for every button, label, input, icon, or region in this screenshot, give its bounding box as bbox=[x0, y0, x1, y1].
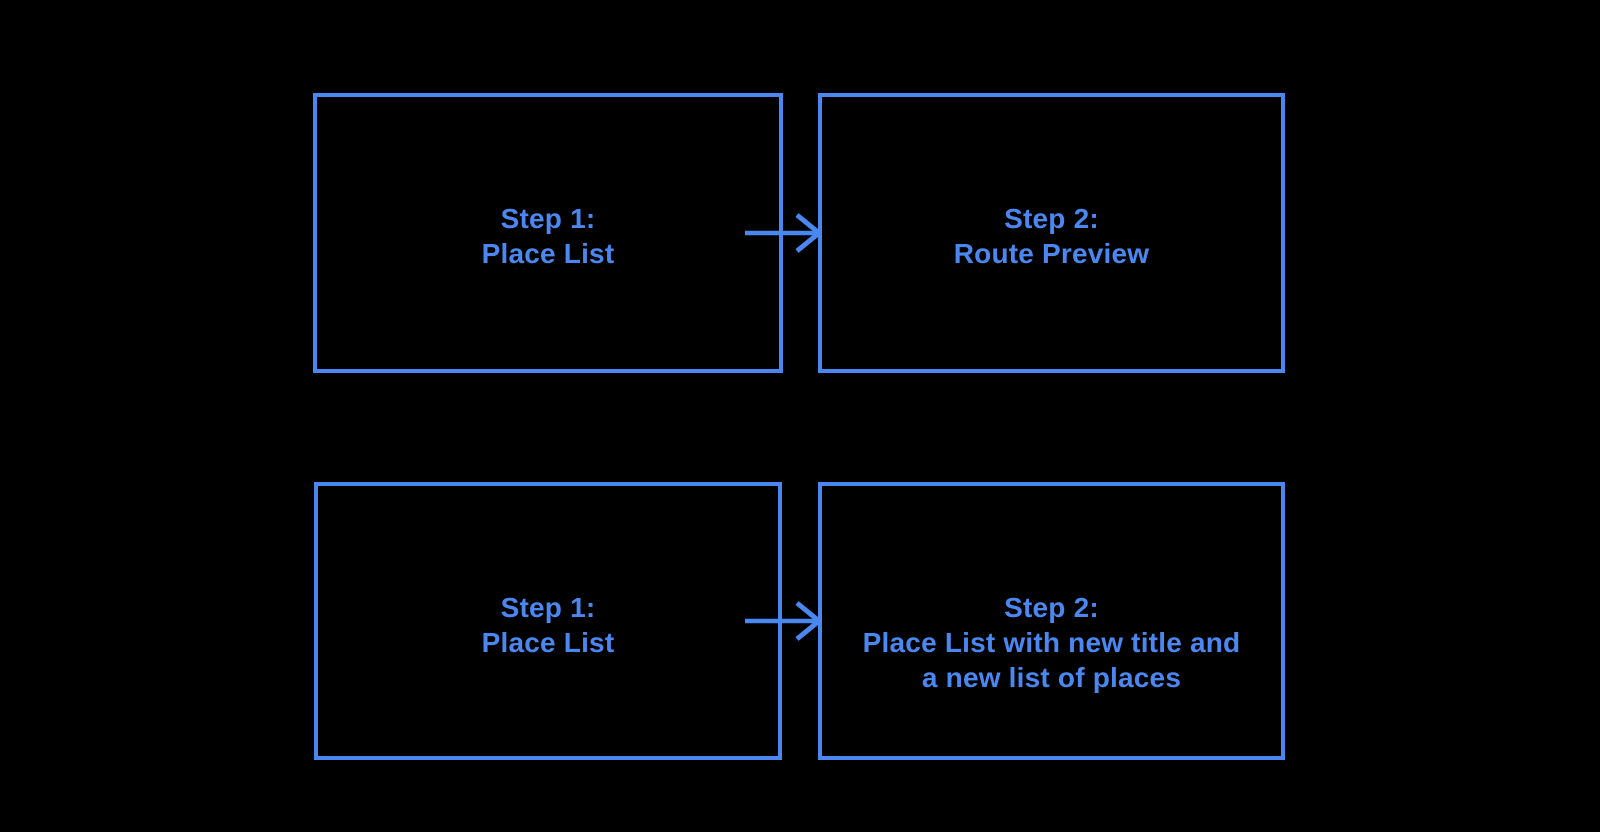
flow-node-step2-new-place-list: Step 2: Place List with new title and a … bbox=[818, 482, 1285, 760]
flow-node-step1-place-list-bottom: Step 1: Place List bbox=[314, 482, 782, 760]
node-label: Step 2: Place List with new title and a … bbox=[822, 590, 1281, 695]
node-label: Step 1: Place List bbox=[318, 590, 778, 660]
node-label-line: Step 1: bbox=[500, 592, 596, 623]
node-label-line: Place List bbox=[481, 627, 615, 658]
node-label-line: Route Preview bbox=[953, 238, 1150, 269]
node-label: Step 2: Route Preview bbox=[822, 201, 1281, 271]
node-label-line: Place List bbox=[481, 238, 615, 269]
node-label-line: Step 2: bbox=[1004, 203, 1099, 234]
node-label-line: Place List with new title and bbox=[862, 627, 1241, 658]
node-label-line: Step 1: bbox=[500, 203, 596, 234]
flow-node-step2-route-preview: Step 2: Route Preview bbox=[818, 93, 1285, 373]
node-label-line: Step 2: bbox=[1004, 592, 1099, 623]
flow-node-step1-place-list-top: Step 1: Place List bbox=[313, 93, 783, 373]
node-label: Step 1: Place List bbox=[317, 201, 779, 271]
arrow-right-icon bbox=[745, 213, 821, 253]
node-label-line: a new list of places bbox=[921, 662, 1182, 693]
arrow-right-icon bbox=[745, 601, 821, 641]
